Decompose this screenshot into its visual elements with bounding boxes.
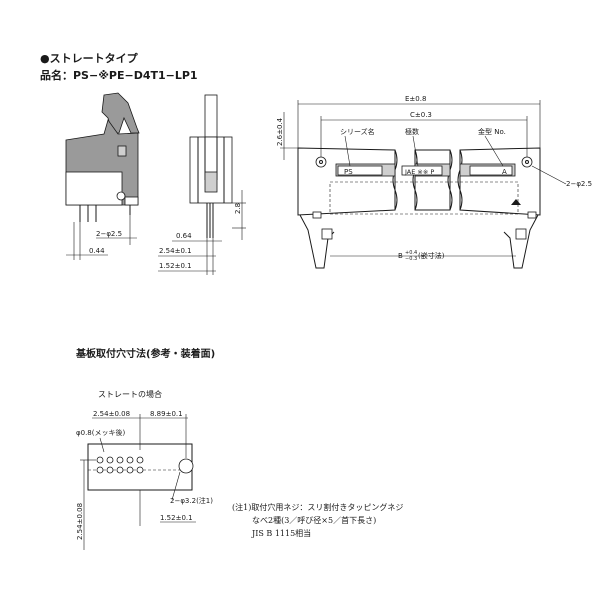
latch-leg-right [503,214,539,269]
dim-b-tol-minus: −0.3 [405,256,417,262]
label-mold: 金型 No. [478,127,506,136]
side-view: 2−φ2.5 0.44 [65,92,140,260]
dim-044: 0.44 [89,247,105,255]
leader-line [412,135,419,167]
dim-hole: 2−φ2.5 [566,180,592,188]
dim-152-01: 1.52±0.1 [160,514,193,522]
dim-b-prefix: B [398,252,403,260]
top-body-mid [414,149,451,211]
note-line-2: なべ2種(3／呼び径×5／首下長さ) [252,515,376,525]
latch-leg-left [299,214,335,269]
front-slot [204,171,218,193]
marking-a-box [469,165,513,176]
pin-hole-icon [106,466,114,474]
front-body [189,136,233,204]
dim-26: 2.6±0.4 [276,117,284,146]
marking-a: A [502,168,507,176]
label-series: シリーズ名 [340,127,375,136]
key-slot [312,211,322,219]
dim-c: C±0.3 [410,111,432,119]
pin-hole-icon [126,456,134,464]
front-latch [204,94,218,138]
top-body-left [297,147,396,216]
part-name: 品名：PS−※PE−D4T1−LP1 [40,68,198,82]
leader-line [99,437,105,453]
dim-hole08: φ0.8(メッキ後) [76,428,125,437]
dim-hole32: 2−φ3.2(注1) [170,496,213,505]
break-line [392,149,398,211]
mount-hole-center [525,160,529,164]
dim-254-008: 2.54±0.08 [93,410,130,418]
top-view: E±0.8 C±0.3 2.6±0.4 PS JAE ※※ P A シリーズ名 … [276,95,592,269]
mount-hole-icon [521,156,533,168]
break-line [447,149,453,211]
leg-tab [515,228,527,240]
hidden-outline [329,181,519,215]
side-foot [124,196,139,206]
section-title: ●ストレートタイプ [40,51,139,65]
pcb-layout: 2.54±0.08 8.89±0.1 φ0.8(メッキ後) 2−φ3.2(注1) [76,410,213,550]
pin-hole-icon [126,466,134,474]
marking-ps: PS [344,168,353,176]
pin-hole-icon [106,456,114,464]
side-body-lower [65,171,123,206]
dim-254-008-v: 2.54±0.08 [76,503,84,540]
dim-e: E±0.8 [405,95,426,103]
dim-28: 2.8 [234,203,242,214]
pin-hole-icon [136,466,144,474]
note-line-1: (注1)取付穴用ネジ：スリ割付きタッピングネジ [232,502,403,512]
note-line-3: JIS B 1115相当 [251,528,311,538]
mount-hole-icon [315,156,327,168]
side-hole-icon [116,191,126,201]
leader-line [344,135,351,167]
leader-line [171,471,181,501]
dim-254: 2.54±0.1 [159,247,192,255]
dim-064: 0.64 [176,232,192,240]
marking-jae-box [401,165,443,176]
pcb-heading: 基板取付穴寸法(参考・装着面) [75,347,215,360]
marking-jae: JAE ※※ P [404,168,434,176]
pin-hole-icon [116,456,124,464]
dim-889: 8.89±0.1 [150,410,183,418]
pin-hole-array [96,456,144,474]
leader-line [531,165,567,185]
pin-hole-icon [136,456,144,464]
dim-pitch: 2−φ2.5 [96,230,122,238]
dim-b-suffix: (嵌寸法) [418,251,445,260]
pin-hole-icon [96,456,104,464]
latch-lever [101,92,140,134]
pcb-subheading: ストレートの場合 [98,389,162,399]
pin1-marker-icon [511,199,521,205]
side-window [117,145,127,157]
front-view: 2.8 0.64 2.54±0.1 1.52±0.1 [158,94,246,275]
pin-hole-icon [116,466,124,474]
label-poles: 極数 [405,127,419,136]
marking-ps-box [337,165,383,176]
dim-b-tol-plus: +0.4 [405,250,417,256]
pin-hole-icon [96,466,104,474]
pcb-mount-hole-icon [178,458,194,474]
break-line [457,149,463,211]
key-slot [527,211,537,219]
leg-tab [321,228,333,240]
leader-line [484,135,504,167]
dim-152: 1.52±0.1 [159,262,192,270]
mount-hole-center [319,160,323,164]
